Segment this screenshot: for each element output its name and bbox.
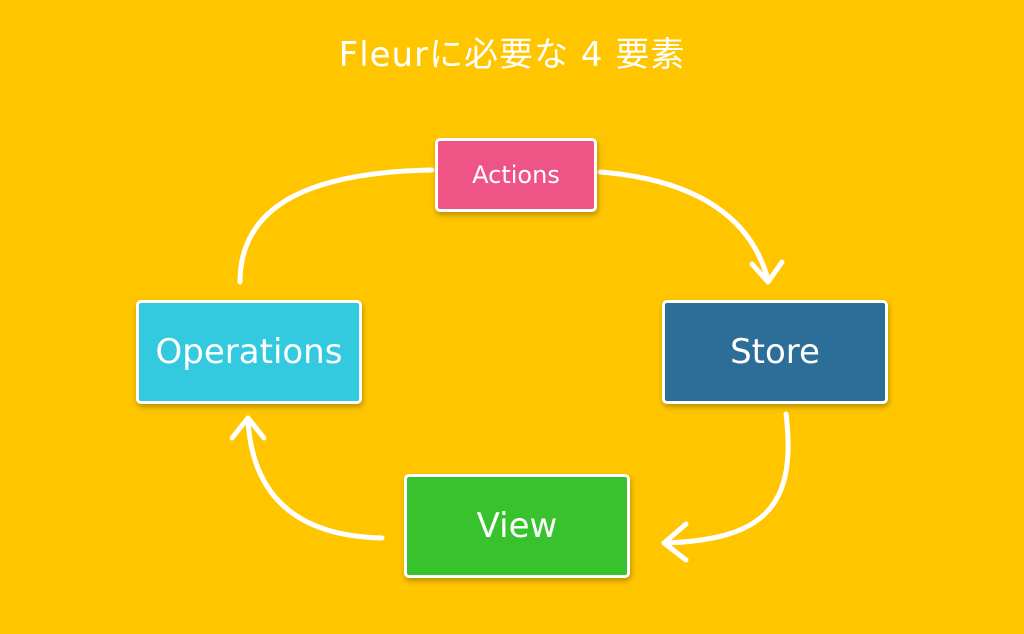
store-label: Store xyxy=(730,332,820,372)
arrowhead-operations xyxy=(229,415,267,441)
arrow-view-to-operations xyxy=(245,417,385,541)
arrowhead-view xyxy=(661,521,689,563)
arrowhead-store xyxy=(749,259,785,285)
diagram-title: Fleurに必要な 4 要素 xyxy=(338,35,686,75)
actions-node: Actions xyxy=(435,138,597,212)
view-node: View xyxy=(404,474,630,578)
actions-label: Actions xyxy=(472,161,560,189)
arrow-store-to-view xyxy=(661,411,791,546)
store-node: Store xyxy=(662,300,888,404)
view-label: View xyxy=(476,506,558,546)
operations-node: Operations xyxy=(136,300,362,404)
operations-label: Operations xyxy=(155,332,343,372)
arrow-actions-to-store xyxy=(597,169,771,283)
arrow-operations-to-actions xyxy=(237,167,435,285)
